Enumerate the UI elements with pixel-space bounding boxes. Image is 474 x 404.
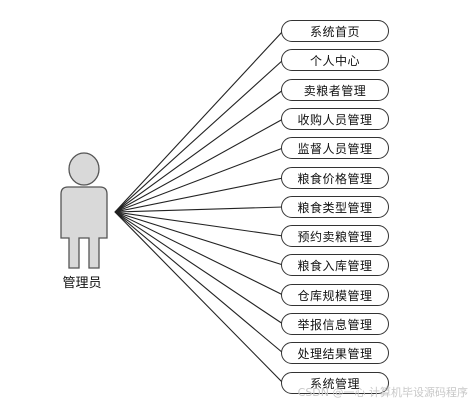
- connector-line: [114, 211, 284, 266]
- actor-head: [68, 152, 100, 186]
- function-node: 卖粮者管理: [281, 79, 389, 101]
- function-node: 监督人员管理: [281, 137, 389, 159]
- watermark: CSDN @一心 计算机毕设源码程序: [297, 386, 468, 399]
- function-label: 举报信息管理: [297, 317, 373, 332]
- function-label: 粮食价格管理: [297, 171, 373, 186]
- connector-line: [114, 30, 284, 213]
- connector-line: [114, 59, 284, 213]
- function-label: 处理结果管理: [297, 346, 373, 361]
- connector-line: [114, 211, 284, 354]
- function-node: 粮食入库管理: [281, 254, 389, 276]
- actor-body: [60, 186, 108, 269]
- function-node: 个人中心: [281, 49, 389, 71]
- function-label: 卖粮者管理: [303, 83, 367, 98]
- connector-line: [114, 118, 284, 213]
- connector-line: [114, 206, 284, 213]
- connector-line: [114, 211, 284, 237]
- function-label: 系统首页: [309, 24, 360, 39]
- connector-line: [114, 177, 284, 213]
- function-node: 系统管理: [281, 372, 389, 394]
- function-node: 处理结果管理: [281, 342, 389, 364]
- function-label: 预约卖粮管理: [297, 229, 373, 244]
- function-label: 个人中心: [309, 53, 360, 68]
- function-node: 举报信息管理: [281, 313, 389, 335]
- function-node: 系统首页: [281, 20, 389, 42]
- function-label: 监督人员管理: [297, 141, 373, 156]
- function-label: 仓库规模管理: [297, 288, 373, 303]
- function-node: 预约卖粮管理: [281, 225, 389, 247]
- function-node: 仓库规模管理: [281, 284, 389, 306]
- connector-lines: [114, 30, 284, 384]
- function-label: 系统管理: [309, 376, 360, 391]
- connector-line: [114, 211, 284, 296]
- connector-line: [114, 89, 284, 213]
- function-label: 收购人员管理: [297, 112, 373, 127]
- actor-label: 管理员: [62, 276, 102, 291]
- connector-line: [114, 147, 284, 213]
- actor-figure: [60, 152, 108, 269]
- connector-line: [114, 211, 284, 384]
- function-label: 粮食类型管理: [297, 200, 373, 215]
- function-node: 收购人员管理: [281, 108, 389, 130]
- function-node: 粮食价格管理: [281, 167, 389, 189]
- connector-line: [114, 211, 284, 325]
- function-label: 粮食入库管理: [297, 258, 373, 273]
- function-node: 粮食类型管理: [281, 196, 389, 218]
